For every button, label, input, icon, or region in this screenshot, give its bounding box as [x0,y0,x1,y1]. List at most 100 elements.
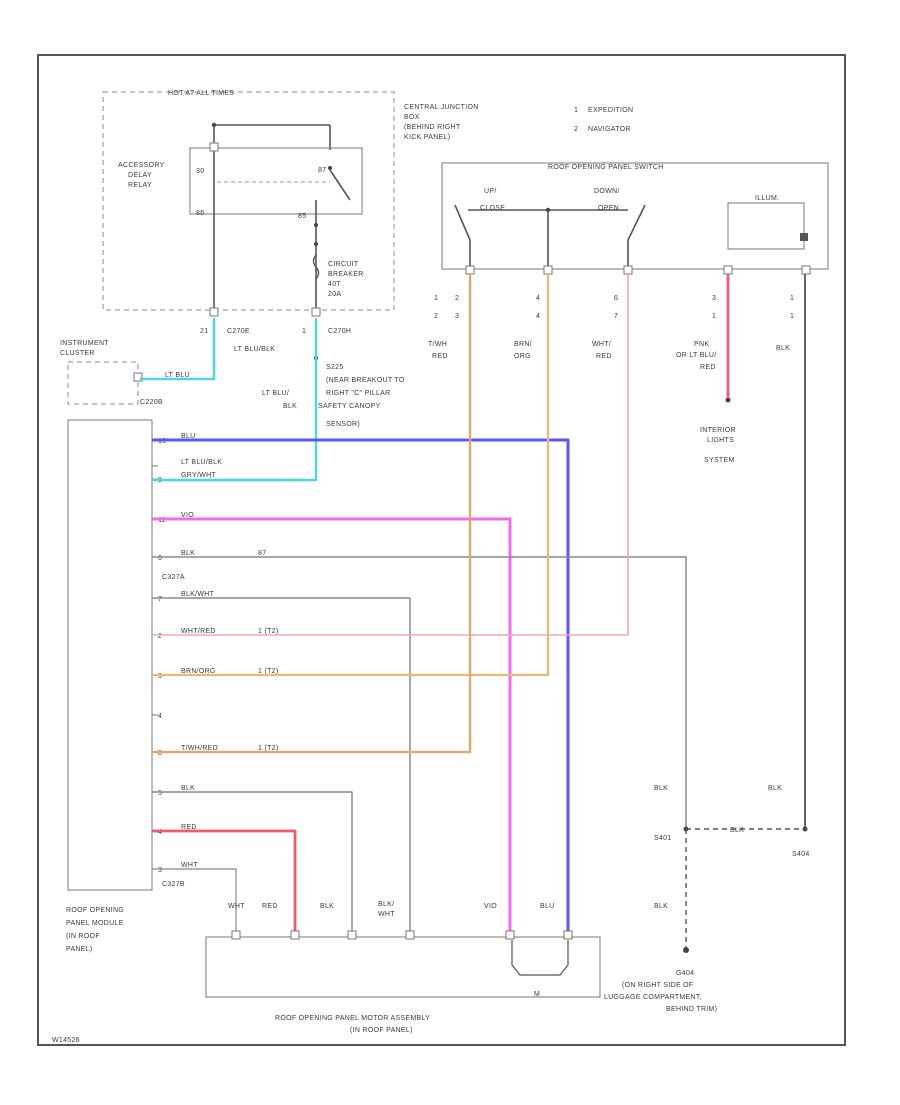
svg-text:(IN ROOF: (IN ROOF [66,933,100,940]
svg-text:S225: S225 [326,364,344,371]
module-pin-number: 4 [158,829,162,836]
hot-at-all-times-label: HOT AT ALL TIMES [168,90,234,97]
connector-c270h-pin [311,307,321,317]
svg-text:(NEAR BREAKOUT TO: (NEAR BREAKOUT TO [326,377,405,384]
c270h-connector-id: C270H [328,328,351,335]
motor-pin [563,930,573,940]
illumination-lamp-circuit [727,202,805,250]
illumination-label: ILLUM. [755,195,779,202]
wire-blk-87 [152,556,687,829]
svg-text:DELAY: DELAY [128,172,152,179]
module-wire-extra: 1 (T2) [258,745,278,752]
legend: 1 EXPEDITION 2 NAVIGATOR [574,107,633,133]
module-wire-label: BRN/ORG [181,668,216,675]
wire-vio [152,517,512,935]
svg-text:LT BLU/: LT BLU/ [262,390,289,397]
svg-text:G404: G404 [676,970,694,977]
c220b-label: C220B [140,399,163,406]
svg-text:(ON RIGHT SIDE OF: (ON RIGHT SIDE OF [622,982,693,989]
switch-pin-1 [465,265,475,275]
svg-text:1: 1 [434,295,438,302]
motor-wire-labels: WHT RED BLK BLK/ WHT VIO BLU [228,901,555,918]
module-wire-label: GRY/WHT [181,472,216,479]
svg-text:DOWN/: DOWN/ [594,188,620,195]
svg-text:20A: 20A [328,291,341,298]
module-pin-number: 7 [158,596,162,603]
diagram-id: W14526 [52,1037,80,1044]
module-wire-extra: 87 [258,550,266,557]
switch-title: ROOF OPENING PANEL SWITCH [548,164,664,171]
svg-text:RED: RED [432,353,448,360]
svg-text:CENTRAL JUNCTION: CENTRAL JUNCTION [404,104,479,111]
svg-text:PANEL MODULE: PANEL MODULE [66,920,124,927]
svg-text:2: 2 [434,313,438,320]
relay-contact-arm [329,169,351,201]
svg-text:BLK/: BLK/ [378,901,394,908]
relay-coil-pin [209,142,219,152]
s401-label: S401 [654,835,672,842]
svg-text:SYSTEM: SYSTEM [704,457,735,464]
svg-text:RED: RED [700,364,716,371]
illumination-bulb-icon [800,233,808,241]
svg-text:WHT/: WHT/ [592,341,611,348]
c270e-connector-id: C270E [227,328,250,335]
roof-opening-panel-module [67,419,153,891]
svg-text:7: 7 [614,313,618,320]
switch-up-label: UP/ CLOSE [480,188,505,212]
relay-label: ACCESSORY DELAY RELAY [118,162,165,189]
wire-tan-red [152,274,472,754]
relay-contact-pivot [328,166,332,170]
svg-text:PNK: PNK [694,341,709,348]
svg-text:BLK: BLK [776,345,790,352]
c327b-label: C327B [162,881,185,888]
junction-box-title: CENTRAL JUNCTION BOX (BEHIND RIGHT KICK … [404,104,479,141]
module-label: ROOF OPENING PANEL MODULE (IN ROOF PANEL… [66,907,124,953]
svg-text:T/WH: T/WH [428,341,447,348]
svg-text:RED: RED [262,903,278,910]
module-pin-number: 5 [158,790,162,797]
svg-text:(BEHIND RIGHT: (BEHIND RIGHT [404,124,461,131]
instrument-cluster-outline [67,361,139,405]
switch-down-label: DOWN/ OPEN [594,188,620,212]
wire-blk-5 [152,791,353,935]
svg-text:WHT: WHT [378,911,395,918]
s404-label: S404 [792,851,810,858]
motor-pin [347,930,357,940]
wire-blu [152,438,570,935]
module-wire-label: T/WH/RED [181,745,218,752]
svg-text:INTERIOR: INTERIOR [700,427,736,434]
relay-pin-86: 86 [196,210,204,217]
wire-wht [152,868,237,935]
motor-pin [231,930,241,940]
ground-blk-label-3: BLK [654,903,668,910]
svg-text:2: 2 [455,295,459,302]
switch-down-contact [627,204,646,241]
svg-text:BEHIND TRIM): BEHIND TRIM) [666,1006,717,1013]
roof-opening-panel-motor [205,936,601,998]
switch-wire-labels: T/WH RED BRN/ ORG WHT/ RED PNK OR LT BLU… [428,341,790,371]
svg-text:BREAKER: BREAKER [328,271,364,278]
svg-text:ROOF OPENING PANEL MOTOR ASSEM: ROOF OPENING PANEL MOTOR ASSEMBLY [275,1015,430,1022]
svg-text:ACCESSORY: ACCESSORY [118,162,165,169]
wire-red [152,829,297,935]
svg-text:1: 1 [790,313,794,320]
svg-text:RIGHT "C" PILLAR: RIGHT "C" PILLAR [326,390,391,397]
module-wire-label: BLK [181,550,195,557]
svg-text:BLK: BLK [283,403,297,410]
module-wire-extra: 1 (T2) [258,628,278,635]
c220b-pin [133,372,143,382]
svg-text:4: 4 [536,313,540,320]
svg-text:SENSOR): SENSOR) [326,421,360,428]
svg-text:OR LT BLU/: OR LT BLU/ [676,352,716,359]
svg-text:EXPEDITION: EXPEDITION [588,107,633,114]
module-wire-label: VIO [181,512,194,519]
relay-pin-85: 85 [298,213,306,220]
ground-g404-label: G404 (ON RIGHT SIDE OF LUGGAGE COMPARTME… [604,970,717,1013]
switch-pin-2 [543,265,553,275]
motor-pin [290,930,300,940]
svg-text:BLU: BLU [540,903,555,910]
module-wire-label: WHT [181,862,198,869]
motor-pin [505,930,515,940]
c270e-pin-number: 21 [200,328,208,335]
